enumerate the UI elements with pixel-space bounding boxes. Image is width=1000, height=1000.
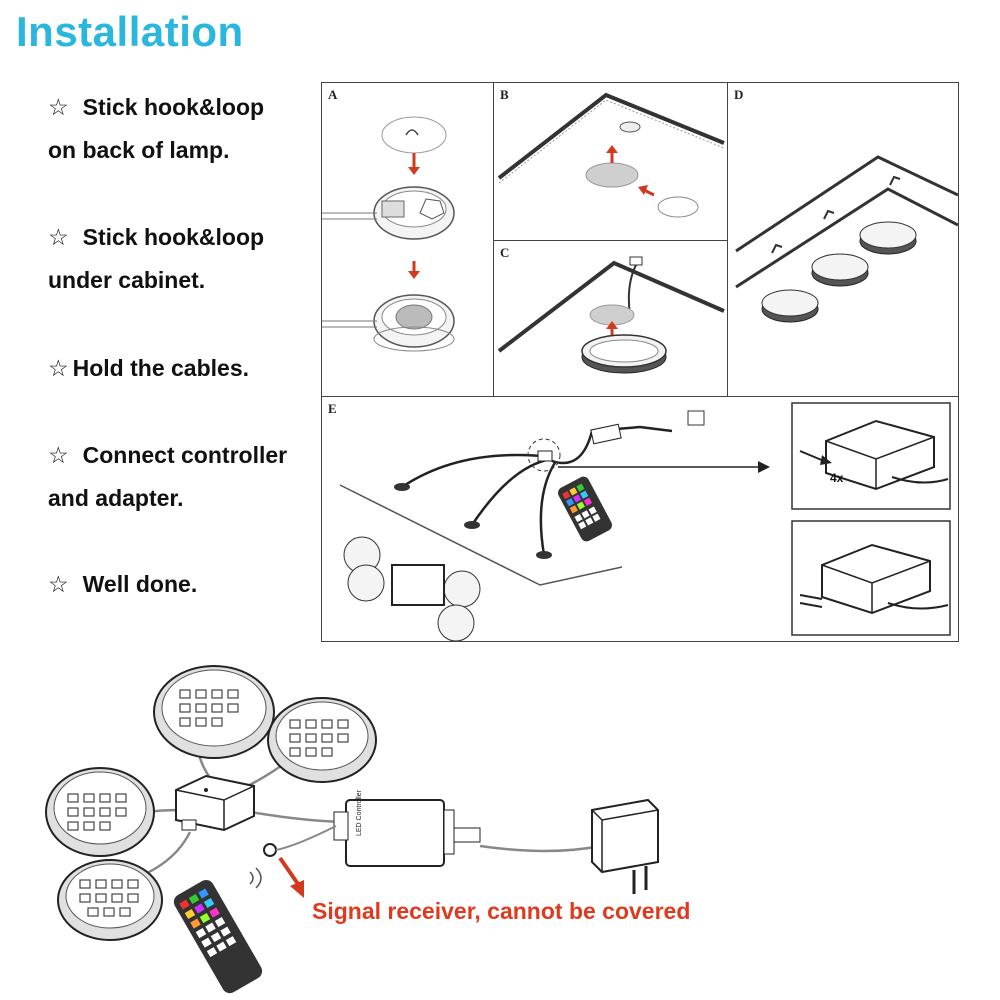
panel-a-drawing <box>322 116 455 352</box>
panel-c: C <box>493 240 729 398</box>
step-1-line-1: ☆Stick hook&loop <box>48 94 265 120</box>
step-2: ☆Stick hook&loop under cabinet. <box>48 216 264 302</box>
panel-e: E 4x <box>321 396 959 642</box>
panel-a: A <box>321 82 495 398</box>
star-icon: ☆ <box>48 442 69 468</box>
star-icon: ☆ <box>48 94 69 120</box>
panel-c-label: C <box>500 245 510 260</box>
multiplier-label: 4x <box>830 471 844 485</box>
lamp-4 <box>57 859 163 941</box>
power-adapter <box>591 798 659 894</box>
panel-b-drawing <box>497 92 725 218</box>
step-2-line-2: under cabinet. <box>48 267 206 293</box>
star-icon: ☆ <box>48 571 69 597</box>
panel-b: B <box>493 82 729 242</box>
panel-d-label: D <box>734 87 744 102</box>
junction-box <box>175 774 255 832</box>
step-4: ☆Connect controller and adapter. <box>48 434 287 520</box>
page-title: Installation <box>16 8 244 55</box>
step-2-line-1: ☆Stick hook&loop <box>48 224 265 250</box>
panel-d-drawing <box>735 155 958 323</box>
panel-c-drawing <box>497 256 725 374</box>
step-4-line-1: ☆Connect controller <box>48 442 288 468</box>
panel-b-label: B <box>500 87 509 102</box>
step-1: ☆Stick hook&loop on back of lamp. <box>48 86 264 172</box>
step-5: ☆Well done. <box>48 563 197 606</box>
panel-e-drawing <box>339 402 951 641</box>
lamp-2 <box>267 697 377 783</box>
star-icon: ☆ <box>48 224 69 250</box>
panel-d: D <box>727 82 959 398</box>
panel-e-label: E <box>328 401 337 416</box>
controller-label: LED Controller <box>356 790 363 836</box>
remote-control <box>173 879 263 994</box>
step-4-line-2: and adapter. <box>48 485 184 511</box>
step-3: ☆Hold the cables. <box>48 347 249 390</box>
lamp-3 <box>45 767 155 857</box>
step-3-line-1: ☆Hold the cables. <box>48 355 249 381</box>
signal-receiver-warning: Signal receiver, cannot be covered <box>312 898 691 924</box>
star-icon: ☆ <box>48 355 69 381</box>
lamp-1 <box>153 665 275 759</box>
step-5-line-1: ☆Well done. <box>48 571 198 597</box>
step-1-line-2: on back of lamp. <box>48 137 230 163</box>
panel-a-label: A <box>328 87 338 102</box>
